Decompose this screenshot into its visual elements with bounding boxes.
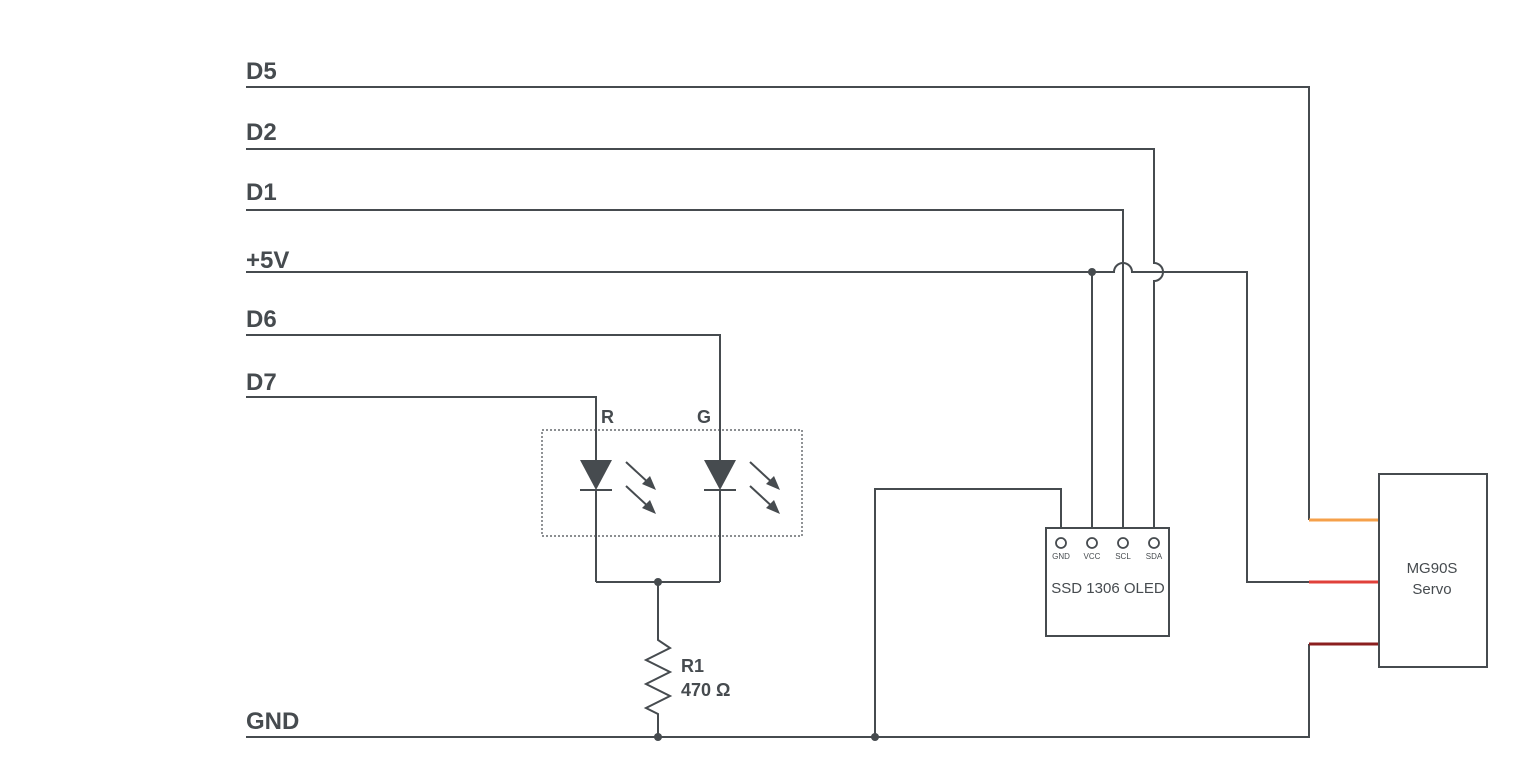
- wire-gnd: [246, 644, 1310, 738]
- wire-gnd-oled: [874, 488, 1062, 737]
- rgb-led-package: [541, 429, 803, 537]
- led-green-label: G: [697, 407, 711, 427]
- led-red-label: R: [601, 407, 614, 427]
- servo-module: MG90S Servo: [1378, 473, 1488, 668]
- oled-pin-scl: [1117, 537, 1129, 549]
- oled-pin-label-gnd: GND: [1052, 552, 1070, 561]
- oled-pin-label-vcc: VCC: [1084, 552, 1101, 561]
- led-green-symbol: [704, 460, 780, 582]
- net-label-5v: +5V: [246, 247, 289, 274]
- net-label-d7: D7: [246, 369, 277, 396]
- oled-pin-label-scl: SCL: [1115, 552, 1131, 561]
- led-red-symbol: [580, 460, 656, 582]
- wire-d5: [246, 86, 1310, 520]
- oled-pin-vcc: [1086, 537, 1098, 549]
- servo-label-model: MG90S: [1407, 560, 1458, 577]
- wire-d2-sda: [246, 148, 1164, 538]
- wire-d7: [246, 396, 597, 462]
- oled-module: GND VCC SCL SDA SSD 1306 OLED: [1045, 527, 1170, 637]
- junction-gnd-resistor: [654, 733, 662, 741]
- net-label-gnd: GND: [246, 708, 299, 735]
- oled-pin-label-sda: SDA: [1146, 552, 1163, 561]
- net-label-d5: D5: [246, 58, 277, 85]
- resistor-value: 470 Ω: [681, 680, 730, 700]
- oled-pin-gnd: [1055, 537, 1067, 549]
- oled-name: SSD 1306 OLED: [1051, 580, 1165, 597]
- wire-d6: [246, 334, 721, 462]
- resistor-ref: R1: [681, 656, 704, 676]
- servo-label-type: Servo: [1412, 581, 1451, 598]
- junction-5v: [1088, 268, 1096, 276]
- wire-5v: [246, 262, 1309, 583]
- resistor-r1: [643, 582, 673, 737]
- net-label-d6: D6: [246, 306, 277, 333]
- oled-pin-sda: [1148, 537, 1160, 549]
- wire-d1-scl: [246, 209, 1124, 538]
- net-label-d2: D2: [246, 119, 277, 146]
- net-label-d1: D1: [246, 179, 277, 206]
